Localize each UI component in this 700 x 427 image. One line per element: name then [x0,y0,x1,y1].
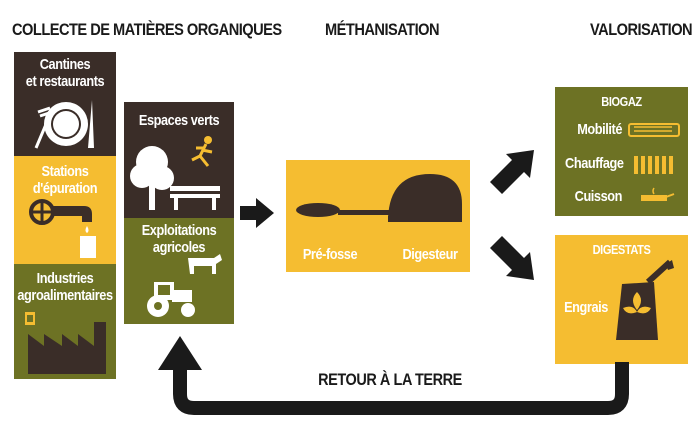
label-exploitations: Exploitations agricoles [141,222,217,256]
biogaz-item-cuisson: Cuisson [574,188,623,205]
cow-tractor-icon [147,254,222,317]
header-valorisation: VALORISATION [590,20,693,39]
factory-icon [25,312,106,374]
tanks-icon [296,174,462,222]
fertilizer-bag-icon [616,259,674,340]
label-stations: Stations d'épuration [32,163,98,197]
biogaz-item-mobilite: Mobilité [577,121,622,138]
plate-icon [34,100,94,149]
arrow-to-digestats [490,236,534,280]
arrow-to-biogaz [490,150,534,194]
label-industries: Industries agroalimentaires [17,270,113,304]
biogaz-item-chauffage: Chauffage [565,155,624,172]
biogaz-title: BIOGAZ [601,94,642,109]
digestats-item-engrais: Engrais [564,299,608,316]
label-prefosse: Pré-fosse [302,246,358,263]
header-methanisation: MÉTHANISATION [325,20,440,39]
label-digesteur: Digesteur [402,246,458,263]
arrow-to-methanisation [240,198,274,228]
box-biogaz [555,87,688,216]
radiator-icon [634,156,673,174]
water-tap-icon [29,199,96,258]
pan-icon [641,187,675,201]
label-retour: RETOUR À LA TERRE [318,370,462,389]
bus-icon [628,123,680,137]
digestats-title: DIGESTATS [592,242,651,257]
label-espaces-verts: Espaces verts [138,112,220,129]
header-collecte: COLLECTE DE MATIÈRES ORGANIQUES [12,20,282,39]
label-cantines: Cantines et restaurants [25,56,105,90]
tree-bench-runner-icon [130,136,220,210]
